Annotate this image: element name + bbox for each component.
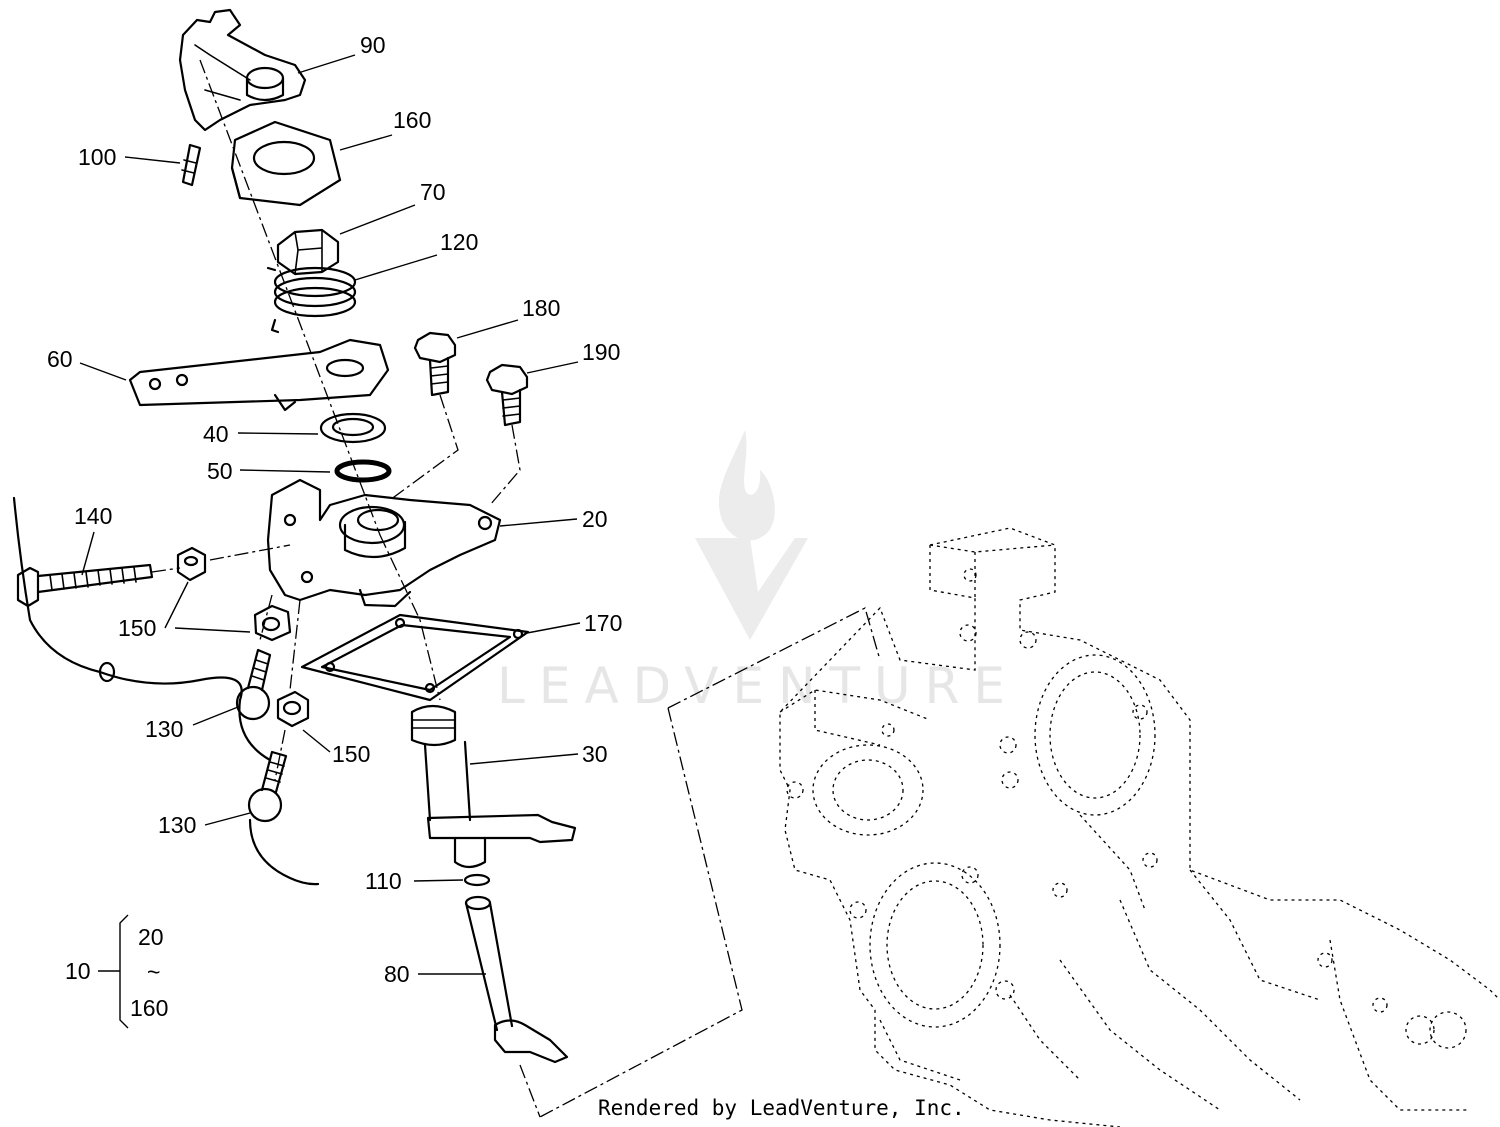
part-150-nut-upper	[176, 546, 207, 582]
part-130-adjust-screw-lower	[247, 750, 288, 823]
part-130-adjust-screw-upper	[235, 648, 272, 721]
part-160-collar	[230, 120, 342, 207]
part-110-circlip	[463, 873, 491, 887]
rendered-by-footer: Rendered by LeadVenture, Inc.	[598, 1096, 965, 1120]
callout-80[interactable]: 80	[384, 961, 410, 987]
part-90-governor-lever	[178, 8, 307, 132]
part-140-long-bolt	[12, 496, 291, 674]
callout-130-upper[interactable]: 130	[145, 716, 183, 742]
callout-60[interactable]: 60	[47, 346, 73, 372]
shaft-axis-line	[199, 59, 541, 1118]
callout-170[interactable]: 170	[584, 610, 622, 636]
callout-20[interactable]: 20	[582, 506, 608, 532]
part-180-bolt	[413, 331, 457, 397]
bolt-alignment-lines	[389, 394, 521, 506]
callout-160[interactable]: 160	[393, 107, 431, 133]
part-150-nut-lower	[276, 690, 310, 728]
part-50-o-ring	[334, 459, 392, 483]
callout-190[interactable]: 190	[582, 339, 620, 365]
installation-outline	[539, 607, 881, 1118]
screw-alignment-lines	[259, 594, 301, 781]
callout-130-lower[interactable]: 130	[158, 812, 196, 838]
assembly-label-10[interactable]: 10	[65, 958, 91, 984]
part-20-governor-housing	[266, 478, 502, 608]
part-120-torsion-spring	[266, 266, 357, 334]
callout-50[interactable]: 50	[207, 458, 233, 484]
part-60-lever-arm	[128, 338, 390, 412]
callout-70[interactable]: 70	[420, 179, 446, 205]
watermark-text: LEADVENTURE	[497, 657, 1019, 715]
callout-180[interactable]: 180	[522, 295, 560, 321]
part-150-nut-mid	[253, 604, 292, 642]
crankcase-housing	[779, 527, 1500, 1127]
part-100-pin	[181, 143, 202, 187]
wire-seal	[98, 661, 116, 683]
part-40-washer	[319, 412, 387, 444]
part-190-bolt	[485, 363, 529, 427]
callout-150-upper[interactable]: 150	[118, 615, 156, 641]
callout-100[interactable]: 100	[78, 144, 116, 170]
assembly-range-start: 20	[138, 924, 164, 950]
callout-120[interactable]: 120	[440, 229, 478, 255]
callout-150-lower[interactable]: 150	[332, 741, 370, 767]
callout-30[interactable]: 30	[582, 741, 608, 767]
part-170-gasket	[300, 613, 530, 702]
callout-leader-lines	[79, 54, 581, 1029]
assembly-range-end: 160	[130, 995, 168, 1021]
callout-110[interactable]: 110	[365, 868, 402, 894]
callout-40[interactable]: 40	[203, 421, 229, 447]
leadventure-watermark-logo: LEADVENTURE	[497, 430, 1019, 715]
callout-labels: 90 160 100 70 120 180 190 60 40 50 20 14…	[47, 32, 622, 987]
callout-140[interactable]: 140	[74, 503, 112, 529]
assembly-bracket: 10 20 ~ 160	[65, 924, 168, 1021]
sealing-wire	[98, 670, 320, 886]
callout-90[interactable]: 90	[360, 32, 386, 58]
part-80-weight-shaft	[464, 895, 569, 1064]
assembly-range-symbol: ~	[147, 959, 160, 985]
part-30-governor-shaft	[410, 704, 577, 869]
